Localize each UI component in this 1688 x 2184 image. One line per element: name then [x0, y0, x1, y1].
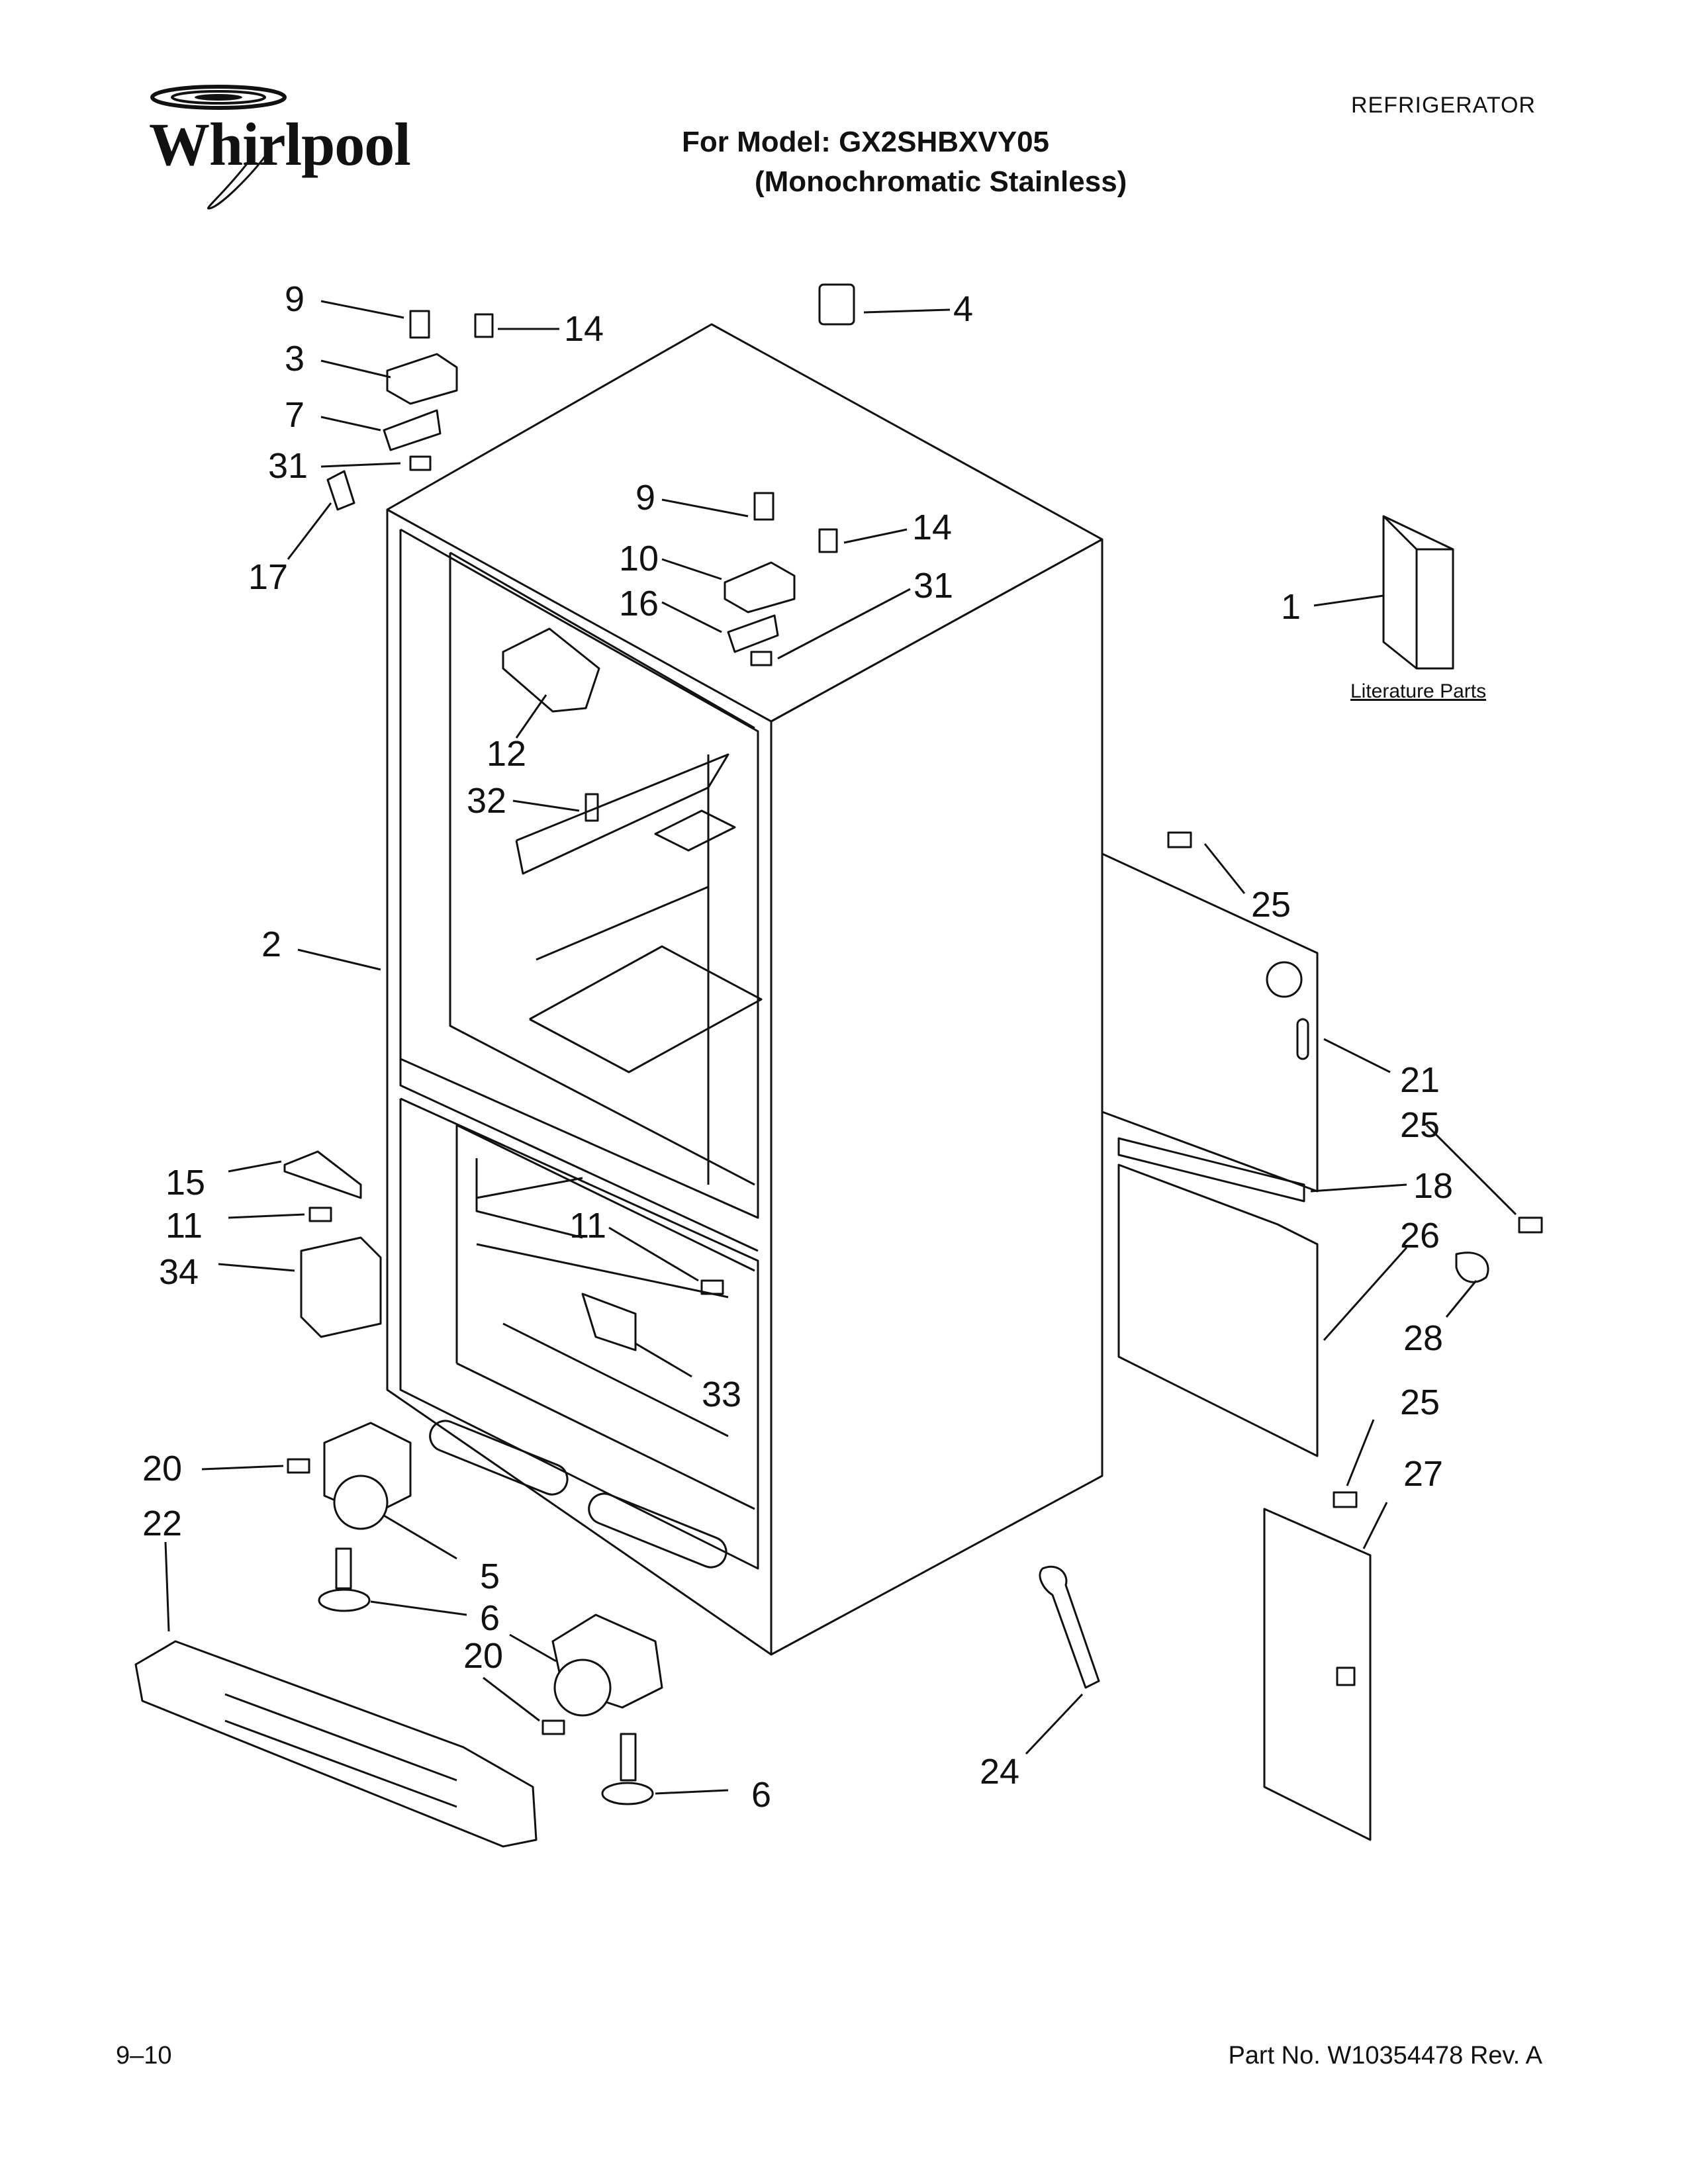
callout-26: 26: [1400, 1216, 1440, 1255]
callout-22: 22: [142, 1504, 183, 1543]
hinge-16: [727, 614, 779, 653]
callout-27: 27: [1403, 1454, 1444, 1494]
logo-swirl-icon: [150, 85, 287, 210]
callout-2: 2: [261, 925, 282, 964]
literature-booklet: [1382, 515, 1418, 670]
callout-20: 20: [142, 1449, 183, 1488]
category-label: REFRIGERATOR: [1351, 93, 1536, 118]
callout-34: 34: [159, 1252, 199, 1292]
tube-24: [1039, 1565, 1100, 1689]
label-34: [300, 1236, 382, 1338]
strip-18: [1117, 1137, 1305, 1203]
cover-panel-27: [1263, 1508, 1372, 1841]
callout-11: 11: [165, 1206, 203, 1246]
leg-6-left: [335, 1547, 352, 1590]
callout-31b: 31: [914, 566, 954, 606]
model-title: For Model: GX2SHBXVY05 (Monochromatic St…: [682, 122, 1127, 202]
callout-28: 28: [1403, 1318, 1444, 1358]
fresh-food-frame: [399, 528, 759, 1219]
callout-20b: 20: [463, 1636, 504, 1676]
footer-date: 9–10: [116, 2042, 172, 2070]
screw-9-center: [753, 492, 774, 521]
hinge-cover-3: [386, 353, 458, 405]
callout-6b: 6: [751, 1775, 772, 1815]
screw-32: [585, 793, 599, 822]
cover-panel-26: [1117, 1163, 1319, 1457]
hinge-15: [283, 1150, 362, 1199]
whirlpool-logo: [126, 76, 404, 218]
callout-11b: 11: [569, 1206, 607, 1246]
screw-9-top: [409, 310, 430, 339]
cabinet-side: [770, 538, 1103, 1656]
callout-5: 5: [480, 1557, 500, 1596]
screw-25-mid: [1518, 1216, 1543, 1234]
model-line-2: (Monochromatic Stainless): [755, 165, 1127, 198]
freezer-frame: [399, 1097, 759, 1570]
callout-18: 18: [1413, 1166, 1454, 1206]
callout-21: 21: [1400, 1060, 1440, 1100]
callout-31: 31: [268, 446, 308, 486]
part-4-label: [818, 283, 855, 326]
brand-wordmark: Whirlpool: [149, 111, 411, 178]
screw-11-right: [700, 1279, 724, 1295]
shim-31-center: [750, 651, 773, 666]
cabinet-front-edge: [386, 510, 772, 1656]
part-17: [326, 470, 355, 511]
screw-25-bottom: [1333, 1491, 1358, 1508]
callout-9b: 9: [635, 478, 656, 518]
air-diffuser-part: [502, 627, 600, 713]
screw-20-left: [287, 1458, 310, 1474]
callout-10: 10: [619, 539, 659, 578]
callout-33: 33: [702, 1375, 742, 1414]
callout-17: 17: [248, 557, 289, 597]
screw-14-center: [818, 528, 838, 553]
callout-24: 24: [980, 1752, 1020, 1792]
callout-3: 3: [285, 339, 305, 379]
callout-25: 25: [1251, 885, 1291, 925]
callout-32: 32: [467, 781, 507, 821]
clamp-28: [1455, 1251, 1489, 1283]
callout-6: 6: [480, 1598, 500, 1638]
callout-16: 16: [619, 584, 659, 623]
toe-grille-22: [134, 1640, 538, 1848]
callout-7: 7: [285, 395, 305, 435]
bracket-33: [581, 1293, 637, 1351]
screw-20-right: [541, 1719, 565, 1735]
hinge-cover-10: [724, 561, 796, 614]
literature-parts-label: Literature Parts: [1350, 680, 1487, 702]
screw-25-top: [1167, 831, 1192, 848]
model-line-1: For Model: GX2SHBXVY05: [682, 126, 1050, 158]
callout-14b: 14: [912, 508, 953, 547]
screw-11-left: [308, 1206, 332, 1222]
callout-4: 4: [953, 289, 974, 329]
callout-25c: 25: [1400, 1383, 1440, 1422]
footer-part-number: Part No. W10354478 Rev. A: [1228, 2042, 1542, 2070]
shim-31: [409, 455, 432, 471]
callout-12: 12: [487, 734, 527, 774]
hinge-7: [383, 409, 442, 451]
callout-15: 15: [165, 1163, 206, 1203]
callout-25b: 25: [1400, 1105, 1440, 1145]
callout-14: 14: [564, 309, 604, 349]
screw-14-top: [474, 313, 494, 338]
leg-6-right: [620, 1733, 637, 1782]
callout-9: 9: [285, 279, 305, 319]
callout-1: 1: [1281, 587, 1301, 627]
